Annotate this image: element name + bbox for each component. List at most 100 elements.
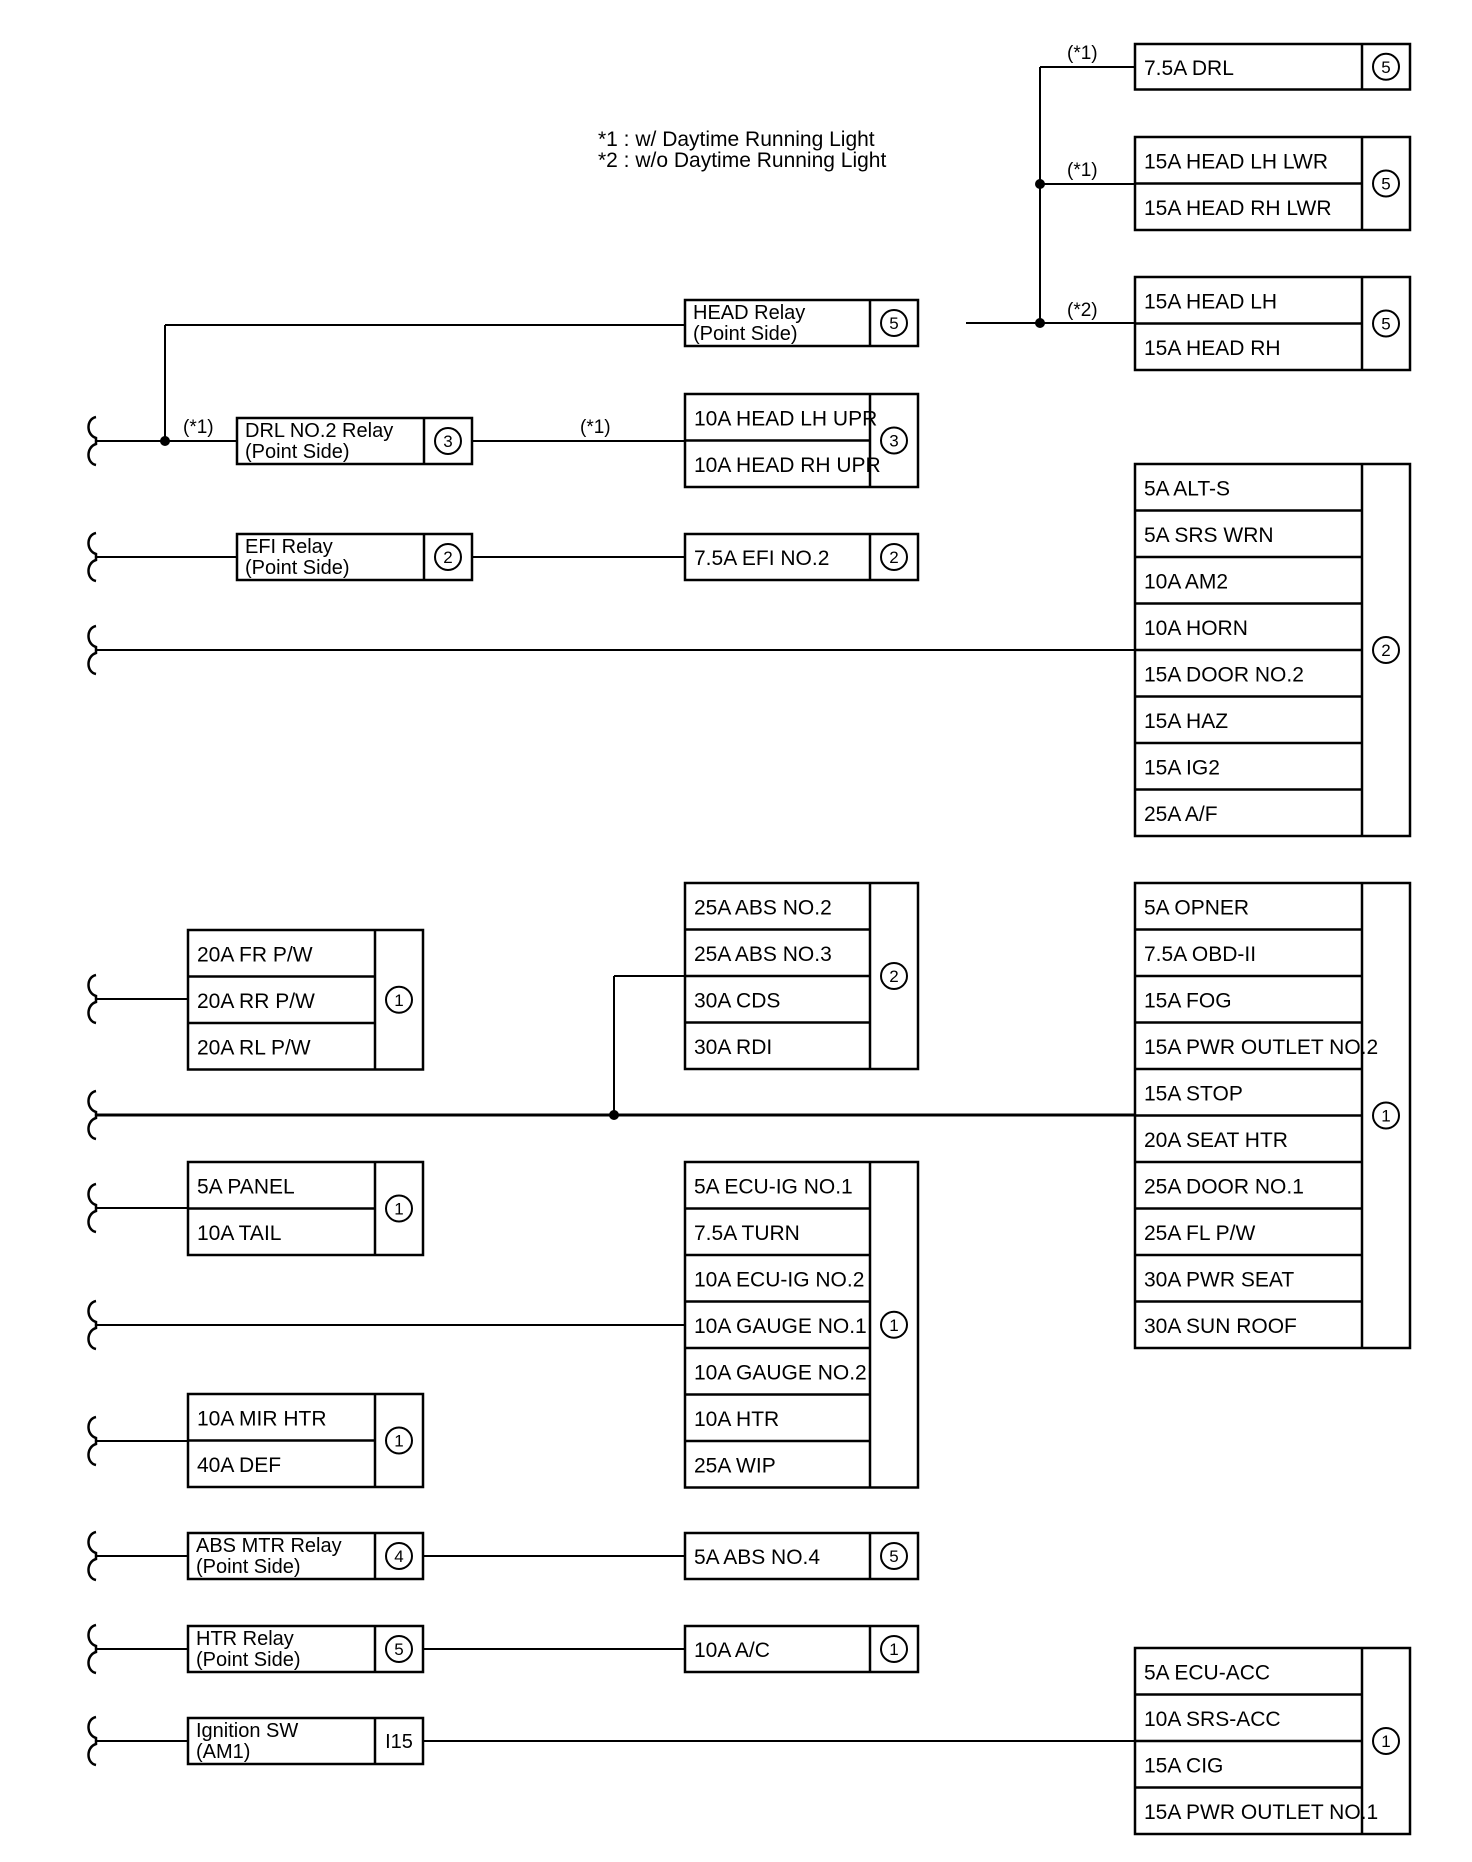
fuse-label: 30A SUN ROOF <box>1144 1315 1297 1338</box>
block-number-circle <box>880 1542 908 1570</box>
relay-box: HTR Relay(Point Side)5 <box>186 1624 425 1674</box>
fuse-label: 5A ABS NO.4 <box>694 1546 820 1569</box>
fuse-label: 5A OPNER <box>1144 896 1249 919</box>
block-number-circle <box>1372 309 1400 338</box>
fuse-block-number: 2 <box>1381 641 1390 660</box>
fuse-label: 10A ECU-IG NO.2 <box>694 1268 864 1291</box>
fuse-label: 15A DOOR NO.2 <box>1144 663 1304 686</box>
wire-break-symbol <box>87 1182 98 1234</box>
block-number-circle <box>1372 636 1400 664</box>
block-number-circle <box>385 1426 413 1455</box>
fuse-block-number: 5 <box>1381 315 1390 334</box>
block-number-circle <box>434 427 462 455</box>
fuse-label: 10A HORN <box>1144 617 1248 640</box>
fuse-label: 10A GAUGE NO.1 <box>694 1315 867 1338</box>
relay-block-number: 5 <box>889 314 898 333</box>
fuse-label: 5A ALT-S <box>1144 477 1230 500</box>
fuse-label: 15A FOG <box>1144 989 1232 1012</box>
wire-break-symbol <box>87 1623 98 1675</box>
relay-box: ABS MTR Relay(Point Side)4 <box>186 1531 425 1581</box>
relay-side: (Point Side) <box>196 1649 301 1671</box>
relay-name: Ignition SW <box>196 1720 298 1742</box>
block-number-circle <box>880 543 908 571</box>
relay-name: EFI Relay <box>245 536 333 558</box>
fuse-block-number: 1 <box>889 1640 898 1659</box>
fuse-label: 10A SRS-ACC <box>1144 1708 1281 1731</box>
fuse-group-frame <box>186 928 425 1071</box>
relay-side: (Point Side) <box>693 323 798 345</box>
fuse-label: 15A CIG <box>1144 1754 1223 1777</box>
wires <box>87 66 1135 1767</box>
fuse-label: 10A MIR HTR <box>197 1407 327 1430</box>
fuse-label: 25A A/F <box>1144 803 1218 826</box>
junction-dot <box>1035 179 1045 189</box>
fuse-label: 25A ABS NO.2 <box>694 896 832 919</box>
relay-frame <box>683 298 920 348</box>
fuse-label: 25A WIP <box>694 1454 776 1477</box>
fuse-label: 15A IG2 <box>1144 756 1220 779</box>
fuse-label: 40A DEF <box>197 1454 281 1477</box>
relay-side: (Point Side) <box>245 441 350 463</box>
block-number-circle <box>880 309 908 337</box>
relay-block-number: 3 <box>443 432 452 451</box>
fuse-block-number: 3 <box>889 432 898 451</box>
wire-break-symbol <box>87 1530 98 1582</box>
fuse-label: 10A A/C <box>694 1639 770 1662</box>
fuse-label: 15A PWR OUTLET NO.1 <box>1144 1801 1378 1824</box>
fuse-group: 10A A/C 1 <box>683 1624 920 1674</box>
fuse-block-number: 1 <box>889 1316 898 1335</box>
fuse-label: 10A TAIL <box>197 1222 281 1245</box>
branch-label-head-lwr: (*1) <box>1067 160 1098 181</box>
wire-break-symbol <box>87 1299 98 1351</box>
block-number-circle <box>385 1542 413 1570</box>
legend-note-no-drl: *2 : w/o Daytime Running Light <box>598 149 887 172</box>
relay-block-number: 4 <box>394 1547 403 1566</box>
fuse-label: 15A PWR OUTLET NO.2 <box>1144 1036 1378 1059</box>
fuse-label: 15A HEAD LH <box>1144 290 1277 313</box>
fuse-label: 10A HEAD LH UPR <box>694 407 877 430</box>
relay-name: HEAD Relay <box>693 302 805 324</box>
junction-dot <box>160 436 170 446</box>
block-number-circle <box>385 1635 413 1663</box>
connector-code: I15 <box>385 1731 413 1753</box>
relay-block-number: 2 <box>443 548 452 567</box>
fuse-label: 30A CDS <box>694 989 780 1012</box>
block-number-circle <box>880 962 908 990</box>
relay-frame <box>235 416 474 466</box>
relay-side: (Point Side) <box>245 557 350 579</box>
fuse-block-number: 5 <box>1381 175 1390 194</box>
block-number-circle <box>880 1635 908 1663</box>
relay-name: DRL NO.2 Relay <box>245 420 393 442</box>
wire-break-symbol <box>87 1715 98 1767</box>
block-number-circle <box>385 985 413 1014</box>
branch-label-drl-relay-out: (*1) <box>580 417 611 438</box>
fuse-label: 30A RDI <box>694 1036 772 1059</box>
fuse-block-number: 1 <box>1381 1732 1390 1751</box>
relay-box: HEAD Relay(Point Side) 5 <box>683 298 920 348</box>
fuse-label: 15A STOP <box>1144 1082 1243 1105</box>
wire-break-symbol <box>87 973 98 1025</box>
fuse-label: 30A PWR SEAT <box>1144 1268 1294 1291</box>
fuse-label: 7.5A EFI NO.2 <box>694 547 829 570</box>
fuse-label: 5A PANEL <box>197 1175 295 1198</box>
fuse-label: 20A RR P/W <box>197 990 315 1013</box>
fuse-label: 25A FL P/W <box>1144 1222 1255 1245</box>
fuse-label: 10A GAUGE NO.2 <box>694 1361 867 1384</box>
block-number-circle <box>880 1310 908 1339</box>
wire-break-symbol <box>87 1089 98 1141</box>
block-number-circle <box>1372 169 1400 198</box>
block-number-circle <box>1372 1101 1400 1130</box>
fuse-label: 7.5A OBD-II <box>1144 943 1256 966</box>
fuse-label: 20A RL P/W <box>197 1036 311 1059</box>
fuse-label: 25A ABS NO.3 <box>694 943 832 966</box>
fuse-label: 5A SRS WRN <box>1144 524 1274 547</box>
